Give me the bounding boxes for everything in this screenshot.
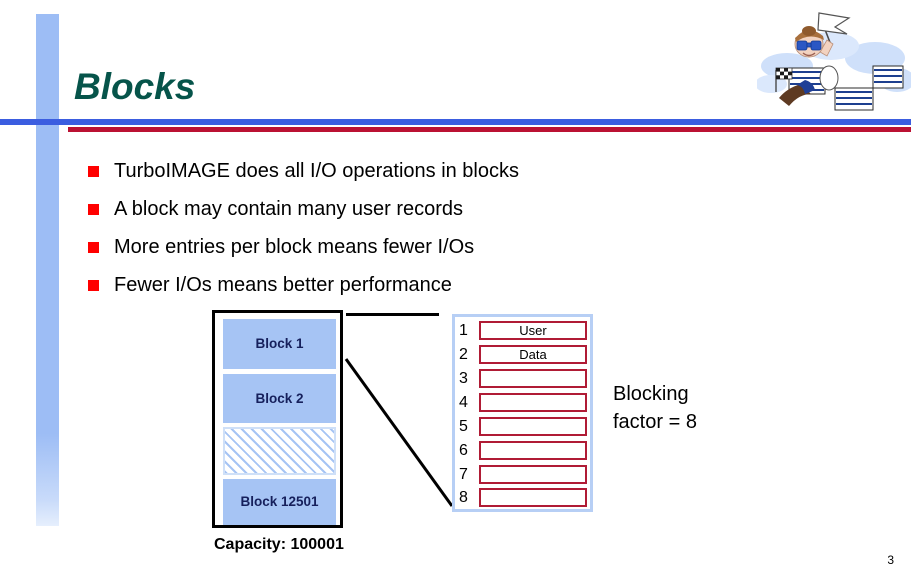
record-cell: [479, 393, 587, 412]
table-row: 6: [459, 440, 588, 462]
bullet-list: TurboIMAGE does all I/O operations in bl…: [88, 152, 748, 304]
table-row: 5: [459, 416, 588, 438]
connector-line-horizontal: [346, 313, 439, 316]
record-cell: Data: [479, 345, 587, 364]
record-cell: User: [479, 321, 587, 340]
table-row: 4: [459, 392, 588, 414]
list-item: TurboIMAGE does all I/O operations in bl…: [88, 152, 748, 190]
block-cell-last: Block 12501: [223, 479, 336, 525]
capacity-label: Capacity: 100001: [214, 536, 344, 553]
record-number: 6: [459, 442, 468, 459]
list-item: A block may contain many user records: [88, 190, 748, 228]
bullet-square-icon: [88, 242, 99, 253]
bullet-square-icon: [88, 204, 99, 215]
table-row: 1 User: [459, 320, 588, 342]
record-number: 1: [459, 322, 468, 339]
block-stack-diagram: Block 1 Block 2 Block 12501: [212, 310, 343, 528]
bullet-square-icon: [88, 280, 99, 291]
left-decorative-bar: [36, 14, 59, 526]
record-cell: [479, 441, 587, 460]
page-title: Blocks: [74, 66, 196, 107]
header-rule-red: [68, 127, 911, 132]
record-number: 8: [459, 489, 468, 506]
record-number: 5: [459, 418, 468, 435]
page-number: 3: [887, 553, 894, 567]
block-cell-ellipsis-hatched: [223, 427, 336, 475]
bullet-square-icon: [88, 166, 99, 177]
record-panel: 1 User 2 Data 3 4 5 6 7 8: [452, 314, 593, 512]
header-rule-blue: [0, 119, 911, 125]
table-row: 2 Data: [459, 344, 588, 366]
block-cell-1: Block 1: [223, 319, 336, 369]
list-item: Fewer I/Os means better performance: [88, 266, 748, 304]
table-row: 3: [459, 368, 588, 390]
blocking-factor-line-1: Blocking: [613, 383, 689, 405]
bullet-text: Fewer I/Os means better performance: [114, 274, 452, 296]
record-cell: [479, 465, 587, 484]
record-number: 3: [459, 370, 468, 387]
table-row: 7: [459, 464, 588, 486]
bullet-text: TurboIMAGE does all I/O operations in bl…: [114, 160, 519, 182]
clipart-explorer-on-paper-stacks: [755, 0, 911, 120]
record-number: 2: [459, 346, 468, 363]
record-cell: [479, 488, 587, 507]
record-number: 4: [459, 394, 468, 411]
blocking-factor-annotation: Blocking factor = 8: [613, 380, 697, 436]
list-item: More entries per block means fewer I/Os: [88, 228, 748, 266]
record-cell: [479, 369, 587, 388]
record-cell: [479, 417, 587, 436]
bullet-text: A block may contain many user records: [114, 198, 464, 220]
table-row: 8: [459, 487, 588, 509]
block-cell-2: Block 2: [223, 374, 336, 423]
record-number: 7: [459, 466, 468, 483]
blocking-factor-line-2: factor = 8: [613, 411, 697, 433]
connector-line-diagonal: [340, 355, 455, 510]
bullet-text: More entries per block means fewer I/Os: [114, 236, 475, 258]
